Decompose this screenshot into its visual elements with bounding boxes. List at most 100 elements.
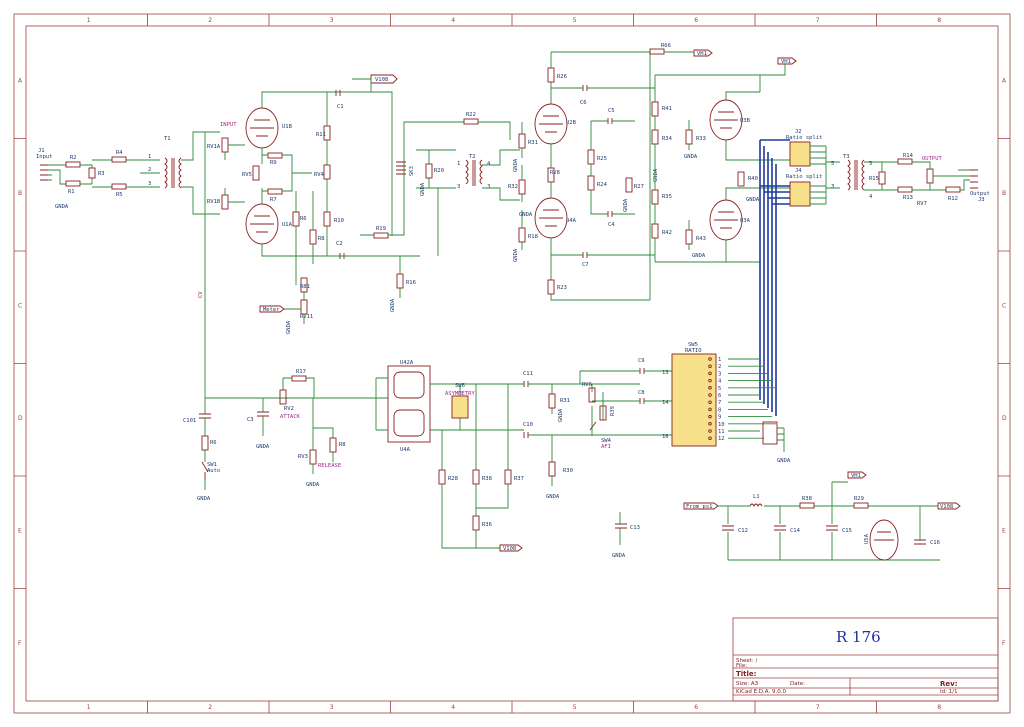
r31b-resistor: [548, 393, 556, 409]
r10-label: R10: [334, 218, 344, 224]
sw5-contact: [708, 393, 712, 397]
r37-resistor: [504, 469, 512, 485]
u42a-label: U42A: [400, 360, 414, 366]
r35-resistor: [651, 189, 659, 205]
rv6-pot: [588, 387, 596, 403]
rv4-label: RV4: [314, 172, 325, 178]
t2-transformer: [465, 159, 483, 186]
r30-label: R30: [563, 468, 573, 474]
sw5-position-1: 1: [718, 357, 721, 363]
c15-label: C15: [842, 528, 852, 534]
r3-resistor: [88, 167, 96, 179]
sw5-position-10: 10: [718, 422, 725, 428]
r43-resistor: [685, 229, 693, 245]
r4-label: R4: [116, 150, 123, 156]
sw5-position-8: 8: [718, 407, 721, 413]
c6-capacitor: [582, 85, 588, 91]
rv8-label: RV8: [550, 170, 560, 176]
grid-col-1: 1: [87, 17, 91, 24]
from-ps1-flag: [683, 502, 719, 510]
u3a-label: U3A: [740, 218, 751, 224]
r8-label: R8: [318, 236, 325, 242]
r11-label: R11: [316, 132, 326, 138]
r27-label: R27: [634, 184, 644, 190]
j1-name: Input: [36, 154, 53, 160]
input-section: J1 Input R2 R1 GNDA R3 R4 R5 1 2 3 T1: [36, 131, 220, 215]
meter-label: Meter: [263, 307, 280, 313]
c1-capacitor: [335, 90, 341, 96]
gnda-r31b: GNDA: [558, 408, 564, 422]
j3-ref: J3: [978, 197, 985, 203]
grid-col-2: 2: [208, 704, 212, 711]
sw5-contact: [708, 378, 712, 383]
r3-label: R3: [98, 171, 105, 177]
r39-resistor: [599, 405, 607, 421]
c5-capacitor: [607, 118, 613, 124]
gnda-r40: GNDA: [746, 197, 760, 203]
t1-label: T1: [164, 136, 171, 142]
r40-resistor: [737, 171, 745, 187]
v108-top-label: V108: [375, 77, 388, 83]
r24-label: R24: [597, 182, 608, 188]
grid-col-4: 4: [451, 17, 455, 24]
r42-label: R42: [662, 230, 672, 236]
c9-label: C9: [638, 358, 645, 364]
c10-capacitor: [523, 432, 529, 438]
rv1a-label: RV1A: [207, 144, 221, 150]
r1-resistor: [65, 180, 81, 187]
r22-label: R22: [466, 112, 476, 118]
id-field: Id: 1/1: [940, 689, 958, 695]
u5a-label: U5A: [864, 533, 870, 544]
c14-capacitor: [774, 525, 786, 531]
j3-connector: [970, 169, 978, 189]
r9-label: R9: [270, 160, 277, 166]
gnda-rv3: GNDA: [306, 482, 320, 488]
title-field: Title:: [736, 670, 757, 678]
r28-resistor: [438, 469, 446, 485]
cv-label: CV: [198, 291, 204, 298]
t2-pin-3b: 3: [487, 184, 490, 190]
u3-section: R41 R34 GNDA R35 R42 R33 GNDA R43 GNDA U…: [651, 57, 797, 263]
c13-capacitor: [615, 523, 627, 529]
r66-resistor: [649, 48, 665, 55]
grid-row-B: B: [18, 190, 22, 197]
gnda-u3: GNDA: [653, 168, 659, 182]
power-supply-section: From ps1 L1 R38 R29 VH1 C12 C14 C15 U5A …: [683, 471, 961, 561]
r37-label: R37: [514, 476, 524, 482]
t2-section: R19 SK3 GNDA R20 T2 1 3 4 3 R22 R16 GNDA: [360, 112, 520, 312]
r17-resistor: [291, 375, 307, 382]
vh1-flag-3-label: VH1: [851, 473, 861, 479]
r14-label: R14: [903, 153, 914, 159]
r6-label: R6: [300, 216, 307, 222]
r25-label: R25: [597, 156, 607, 162]
sw5-port-13: 13: [662, 370, 669, 376]
r13-label: R13: [903, 195, 913, 201]
sw5-position-9: 9: [718, 415, 721, 421]
r13-resistor: [897, 186, 913, 193]
rv2-label: RV2: [284, 406, 294, 412]
rv7-label: RV7: [917, 201, 927, 207]
v108-flag-ps: [937, 502, 961, 510]
u3a-electrodes: [714, 211, 738, 229]
sw5-contact: [708, 422, 712, 426]
c15-capacitor: [826, 525, 838, 531]
grid-row-A: A: [18, 77, 23, 84]
rv5-pot: [252, 165, 260, 181]
sw5-contact: [708, 364, 712, 368]
output-pad-label: OUTPUT: [922, 156, 943, 162]
grid-col-8: 8: [937, 704, 941, 711]
r8-resistor: [309, 229, 317, 245]
r38-label: R38: [482, 476, 492, 482]
r25-resistor: [587, 149, 595, 165]
u4a-label: U4A: [566, 218, 577, 224]
j4-connector: [789, 181, 811, 207]
c16-label: C16: [930, 540, 940, 546]
r10-resistor: [323, 211, 331, 227]
t3-pin-4: 4: [869, 194, 873, 200]
r29-label: R29: [854, 496, 864, 502]
c12-label: C12: [738, 528, 748, 534]
c9-capacitor: [639, 368, 645, 374]
ratio-split-section: J2 Ratio split J4 Ratio split: [759, 129, 840, 416]
from-ps1-label: From ps1: [686, 504, 713, 510]
r43-label: R43: [696, 236, 706, 242]
